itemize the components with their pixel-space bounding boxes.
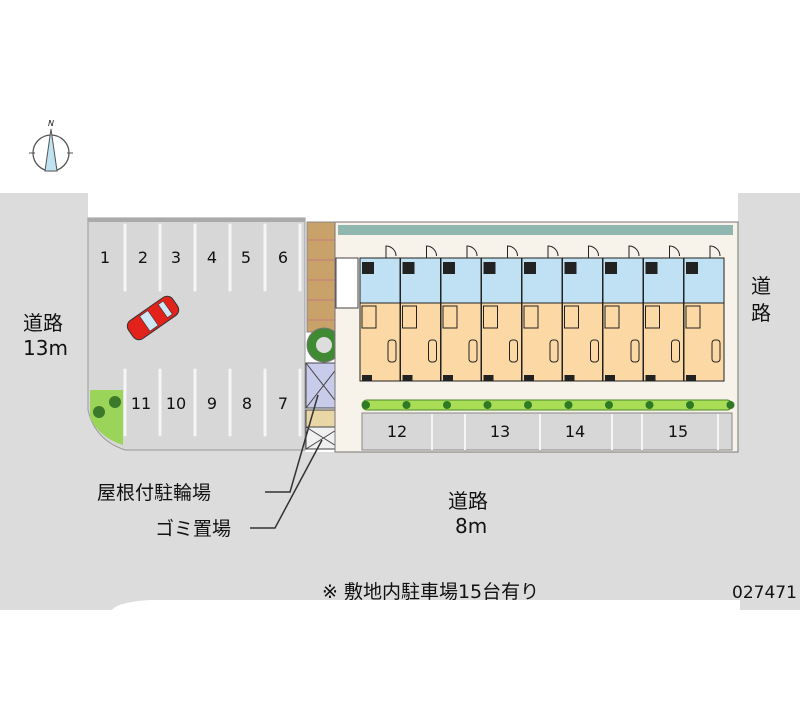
parking-space-5: 5 — [241, 248, 251, 267]
compass-icon: N — [29, 119, 73, 172]
parking-lot — [87, 217, 306, 451]
apartment-units — [359, 245, 725, 382]
apartment-unit — [602, 245, 644, 382]
parking-note: ※ 敷地内駐車場15台有り — [322, 581, 539, 603]
parking-space-12: 12 — [387, 422, 407, 441]
parking-space-14: 14 — [565, 422, 585, 441]
parking-space-6: 6 — [278, 248, 288, 267]
roof-edge — [338, 225, 733, 235]
road-bottom-name: 道路 — [448, 489, 488, 513]
parking-space-11: 11 — [131, 394, 151, 413]
road-left — [0, 193, 800, 610]
parking-space-4: 4 — [207, 248, 217, 267]
parking-stall-lines — [123, 223, 302, 437]
compass-label: N — [48, 119, 54, 128]
parking-space-2: 2 — [138, 248, 148, 267]
callout-garbage: ゴミ置場 — [155, 518, 231, 540]
road-left-name: 道路 — [23, 311, 63, 335]
parking-space-13: 13 — [490, 422, 510, 441]
callout-bicycle-parking: 屋根付駐輪場 — [97, 482, 211, 504]
parking-space-1: 1 — [100, 248, 110, 267]
parking-space-15: 15 — [668, 422, 688, 441]
parking-space-7: 7 — [278, 394, 288, 413]
road-left-width: 13m — [23, 336, 68, 360]
apartment-unit — [400, 245, 441, 382]
parking-space-3: 3 — [171, 248, 181, 267]
apartment-unit — [440, 245, 482, 382]
property-id: 027471 — [732, 583, 797, 603]
car-icon — [126, 295, 180, 341]
stairs — [335, 257, 359, 309]
walkway — [306, 221, 336, 333]
parking-space-10: 10 — [166, 394, 186, 413]
apartment-unit — [683, 245, 725, 382]
parking-space-8: 8 — [242, 394, 252, 413]
front-parking — [361, 412, 733, 451]
road-right-name-1: 道 — [751, 274, 771, 298]
road-right-name-2: 路 — [751, 301, 771, 325]
apartment-unit — [562, 245, 603, 382]
road-bottom-width: 8m — [455, 514, 487, 538]
callout-line-garbage — [250, 439, 323, 529]
callout-line-bicycle — [265, 394, 319, 493]
parking-space-9: 9 — [207, 394, 217, 413]
hedge — [361, 399, 733, 411]
apartment-unit — [359, 245, 401, 382]
apartment-unit — [521, 245, 563, 382]
apartment-unit — [481, 245, 522, 382]
apartment-unit — [643, 245, 684, 382]
